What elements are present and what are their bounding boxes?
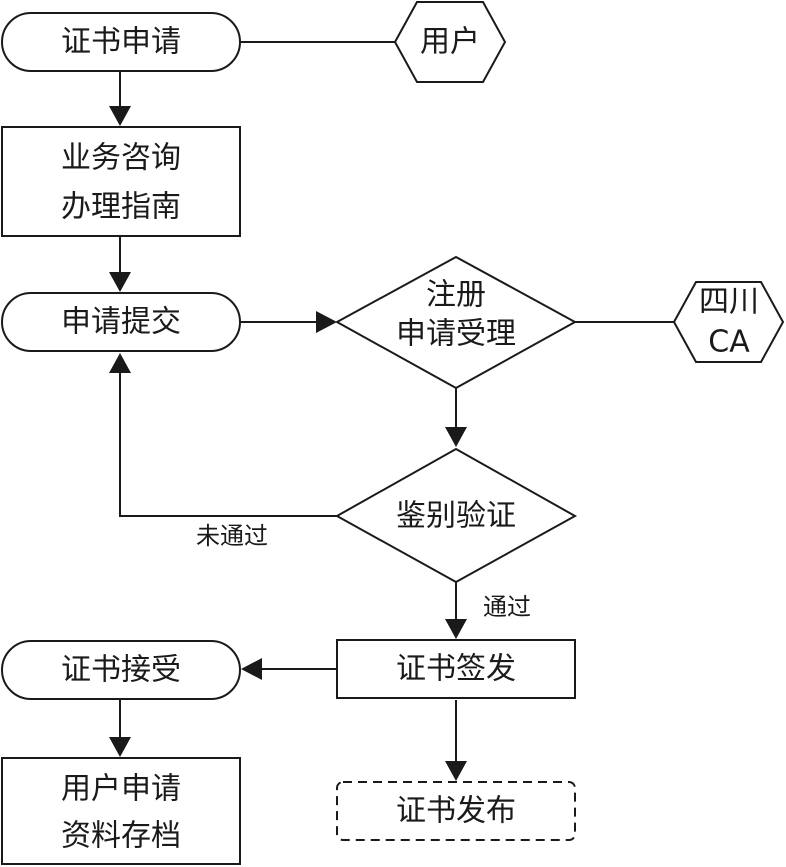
edge-label-not-passed: 未通过 [196, 522, 268, 550]
node-user-label: 用户 [420, 25, 480, 60]
node-cert-issue [336, 639, 576, 699]
arrowhead-to-consult [109, 106, 131, 126]
arrowhead-to-publish [445, 761, 467, 781]
arrowhead-to-issue [445, 619, 467, 639]
node-cert-apply [1, 12, 241, 72]
node-cert-accept [1, 640, 241, 700]
node-register [334, 255, 578, 390]
arrowhead-to-archive [109, 737, 131, 757]
node-apply-submit-label: 申请提交 [61, 305, 181, 340]
node-consult-line1: 业务咨询 [61, 141, 181, 176]
node-archive-line2: 资料存档 [61, 819, 181, 854]
edge-label-passed: 通过 [483, 593, 531, 621]
arrowhead-back-to-submit [109, 353, 131, 373]
node-cert-publish-label: 证书发布 [396, 794, 516, 829]
node-consult [1, 126, 241, 237]
node-sichuan-ca [672, 281, 785, 363]
node-cert-apply-label: 证书申请 [61, 25, 181, 60]
node-cert-issue-label: 证书签发 [396, 652, 516, 687]
node-cert-publish [336, 781, 576, 841]
node-cert-accept-label: 证书接受 [61, 653, 181, 688]
node-register-line2: 申请受理 [396, 317, 516, 352]
node-user [393, 0, 507, 83]
node-verify-label: 鉴别验证 [396, 499, 516, 534]
node-archive [1, 757, 241, 865]
arrowhead-to-accept [241, 658, 262, 680]
node-register-line1: 注册 [426, 278, 486, 313]
node-archive-line1: 用户申请 [61, 772, 181, 807]
node-consult-line2: 办理指南 [61, 190, 181, 225]
arrowhead-to-submit [109, 272, 131, 292]
node-ca-line2: CA [708, 325, 750, 360]
node-apply-submit [1, 292, 241, 352]
arrowhead-to-register [316, 311, 337, 333]
node-ca-line1: 四川 [699, 285, 759, 320]
connector-verify-fail [119, 372, 337, 517]
node-verify [334, 447, 578, 584]
arrowhead-to-verify [445, 427, 467, 447]
